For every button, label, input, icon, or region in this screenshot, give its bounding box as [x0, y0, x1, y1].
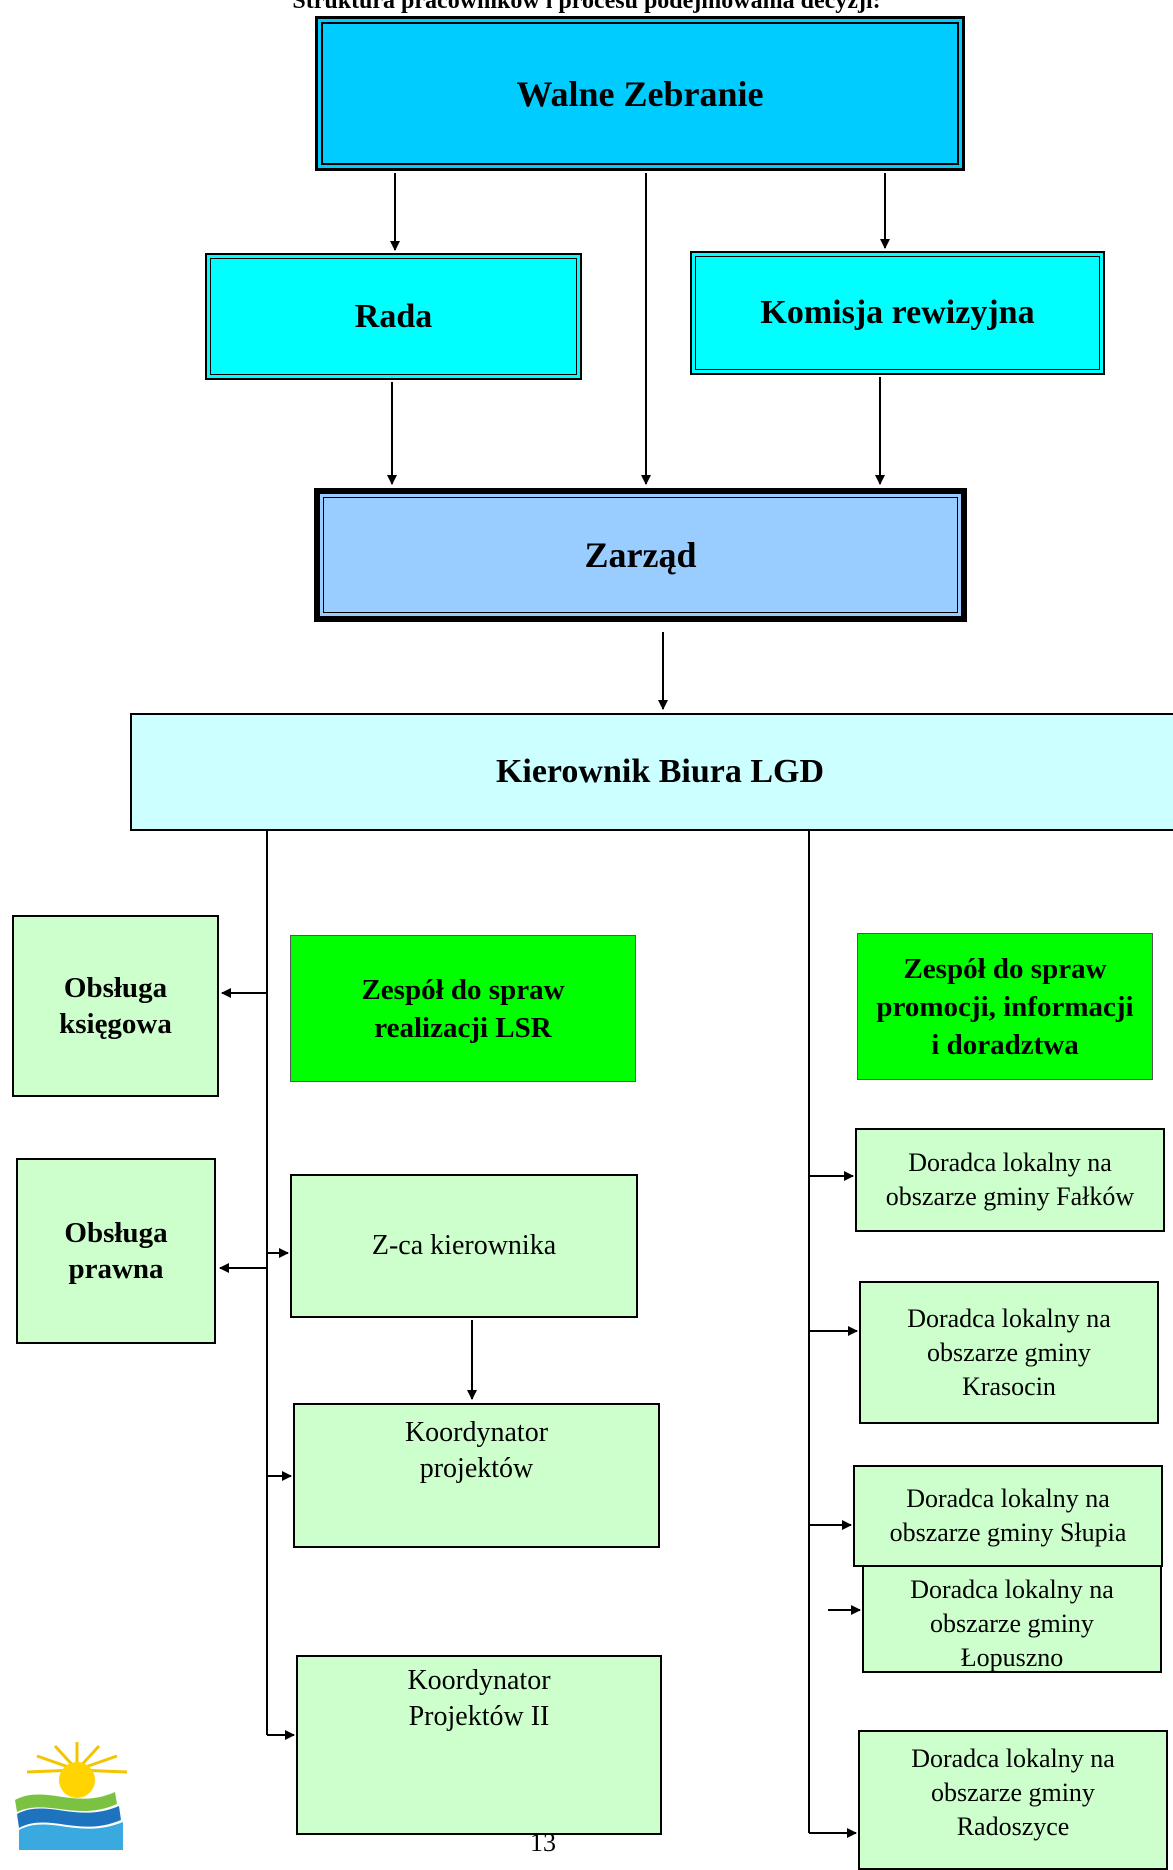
doradca-slupia-label: Doradca lokalny na obszarze gminy Słupia [889, 1484, 1127, 1547]
komisja-rewizyjna-box: Komisja rewizyjna [690, 251, 1105, 375]
walne-zebranie-box: Walne Zebranie [315, 16, 965, 171]
komisja-rewizyjna-label: Komisja rewizyjna [760, 294, 1035, 331]
zespol-lsr-box: Zespół do spraw realizacji LSR [290, 935, 636, 1082]
doradca-falkow-box: Doradca lokalny na obszarze gminy Fałków [855, 1128, 1165, 1232]
doradca-lopuszno-label: Doradca lokalny na obszarze gminy Łopusz… [910, 1575, 1114, 1672]
koordynator-projektow-box: Koordynator projektów [293, 1403, 660, 1548]
zarzad-box: Zarząd [314, 488, 967, 622]
rada-label: Rada [354, 297, 433, 335]
doradca-krasocin-label: Doradca lokalny na obszarze gminy Krasoc… [907, 1303, 1111, 1401]
kierownik-biura-box: Kierownik Biura LGD [130, 713, 1173, 831]
doradca-slupia-box: Doradca lokalny na obszarze gminy Słupia [853, 1465, 1163, 1567]
obsluga-ksiegowa-box: Obsługa księgowa [12, 915, 219, 1097]
kierownik-biura-label: Kierownik Biura LGD [495, 753, 825, 790]
doradca-lopuszno-box: Doradca lokalny na obszarze gminy Łopusz… [862, 1565, 1162, 1673]
rada-box: Rada [205, 253, 582, 380]
doradca-radoszyce-label: Doradca lokalny na obszarze gminy Radosz… [911, 1744, 1115, 1841]
zespol-promocji-label: Zespół do spraw promocji, informacji i d… [876, 952, 1134, 1061]
obsluga-prawna-box: Obsługa prawna [16, 1158, 216, 1344]
walne-zebranie-label: Walne Zebranie [516, 73, 764, 114]
zca-kierownika-box: Z-ca kierownika [290, 1174, 638, 1318]
zarzad-label: Zarząd [584, 535, 697, 575]
koordynator-projektow-ii-label: Koordynator Projektów II [407, 1665, 551, 1732]
page-number: 13 [530, 1828, 556, 1857]
koordynator-projektow-label: Koordynator projektów [404, 1417, 549, 1484]
lgd-sun-logo-icon [15, 1742, 128, 1850]
zespol-lsr-label: Zespół do spraw realizacji LSR [361, 973, 565, 1044]
obsluga-prawna-label: Obsługa prawna [64, 1217, 168, 1285]
doradca-krasocin-box: Doradca lokalny na obszarze gminy Krasoc… [859, 1281, 1159, 1424]
zca-kierownika-label: Z-ca kierownika [371, 1230, 557, 1261]
doradca-falkow-label: Doradca lokalny na obszarze gminy Fałków [885, 1148, 1135, 1211]
zespol-promocji-box: Zespół do spraw promocji, informacji i d… [857, 933, 1153, 1080]
koordynator-projektow-ii-box: Koordynator Projektów II [296, 1655, 662, 1835]
obsluga-ksiegowa-label: Obsługa księgowa [59, 972, 172, 1040]
doradca-radoszyce-box: Doradca lokalny na obszarze gminy Radosz… [858, 1730, 1168, 1870]
chart-title: Struktura pracowników i procesu podejmow… [292, 0, 881, 14]
